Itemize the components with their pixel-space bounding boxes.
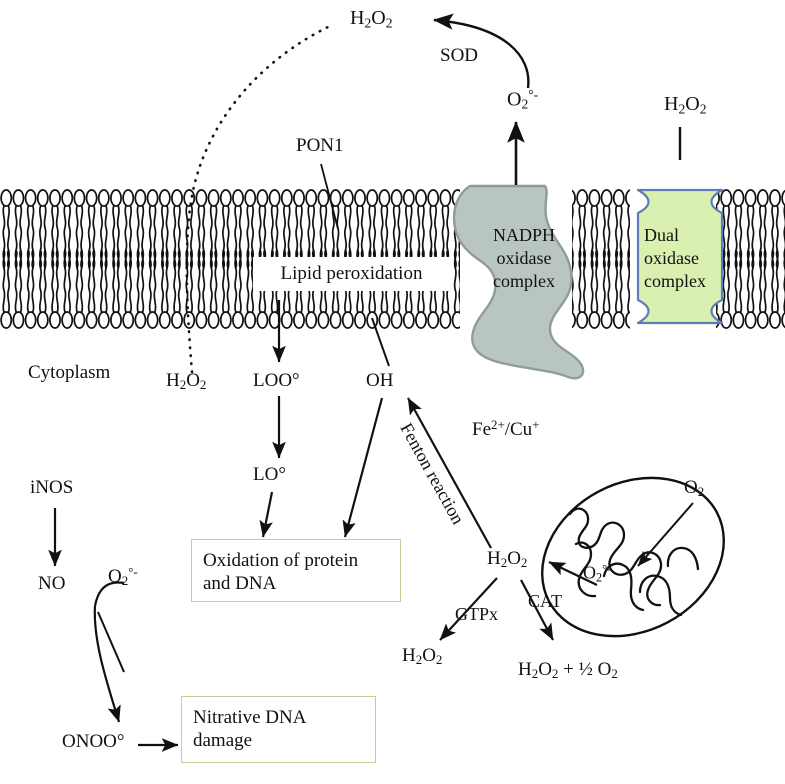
duox-line-2: oxidase xyxy=(644,248,699,269)
cat-label: CAT xyxy=(528,591,563,611)
loo-radical-label: LOO° xyxy=(253,370,300,391)
superoxide-mito-label: O2°- xyxy=(583,562,612,585)
nadph-line-1: NADPH xyxy=(492,225,555,245)
onoo-label: ONOO° xyxy=(62,731,125,752)
duox-line-3: complex xyxy=(644,271,706,292)
cat-product-label: H2O2 + ½ O2 xyxy=(518,659,618,682)
h2o2-right-label: H2O2 xyxy=(664,93,707,117)
inos-label: iNOS xyxy=(30,477,74,498)
lipid-peroxidation-label: Lipid peroxidation xyxy=(280,263,423,284)
dual-oxidase-complex-shape xyxy=(636,188,724,325)
nitrative-line-1: Nitrative DNA xyxy=(193,707,307,728)
membrane-to-oh-line xyxy=(371,317,390,367)
h2o2-center-label: H2O2 xyxy=(487,548,528,571)
oxidation-of-protein-and-dna-box: Oxidation of protein and DNA xyxy=(191,539,401,602)
o2-into-mitochondrion-arrow xyxy=(637,502,694,567)
mitochondrion xyxy=(541,476,725,638)
no-superoxide-to-onoo-arrow xyxy=(93,605,121,723)
superoxide-top-label: O2°- xyxy=(507,87,539,112)
gtpx-label: GTPx xyxy=(455,604,499,624)
nadph-line-3: complex xyxy=(493,271,555,292)
nitrative-line-2: damage xyxy=(193,730,253,752)
lo-radical-label: LO° xyxy=(253,464,286,485)
h2o2-gtpx-product-label: H2O2 xyxy=(402,645,443,668)
h2o2-diffusion-dotted-path xyxy=(185,24,332,374)
oxidation-line-1: Oxidation of protein xyxy=(203,550,359,571)
nadph-line-2: oxidase xyxy=(496,248,552,269)
no-superoxide-join-curve xyxy=(93,581,125,607)
o2-mito-label: O2 xyxy=(684,477,705,500)
oxidation-line-2: and DNA xyxy=(203,573,277,595)
cytoplasm-label: Cytoplasm xyxy=(28,362,111,383)
onoo-join-stroke xyxy=(97,611,125,673)
superoxide-no-label: O2°- xyxy=(108,564,138,589)
oh-radical-label: OH xyxy=(366,370,394,391)
mito-superoxide-to-h2o2-arrow xyxy=(548,561,598,586)
h2o2-top-label: H2O2 xyxy=(350,7,393,31)
gtpx-arrow xyxy=(439,577,498,641)
fenton-reaction-arrow xyxy=(407,397,492,549)
pon1-label: PON1 xyxy=(296,135,344,156)
cat-arrow xyxy=(520,579,554,641)
fe-cu-label: Fe2+/Cu+ xyxy=(472,417,540,440)
sod-arrow xyxy=(433,13,530,89)
nitrative-dna-damage-box: Nitrative DNA damage xyxy=(181,696,376,763)
lipid-peroxidation-box: Lipid peroxidation xyxy=(253,257,450,291)
lo-to-oxidation-arrow xyxy=(259,491,274,538)
pon1-pointer xyxy=(320,163,339,230)
h2o2-membrane-label: H2O2 xyxy=(166,370,207,393)
no-label: NO xyxy=(38,573,66,594)
duox-line-1: Dual xyxy=(644,225,679,245)
nadph-oxidase-complex-label: NADPH oxidase complex xyxy=(478,224,570,293)
nadph-oxidase-complex-shape xyxy=(452,184,585,380)
dual-oxidase-complex-label: Dual oxidase complex xyxy=(644,224,718,293)
sod-label: SOD xyxy=(440,45,479,66)
oh-to-oxidation-arrow xyxy=(342,397,384,538)
